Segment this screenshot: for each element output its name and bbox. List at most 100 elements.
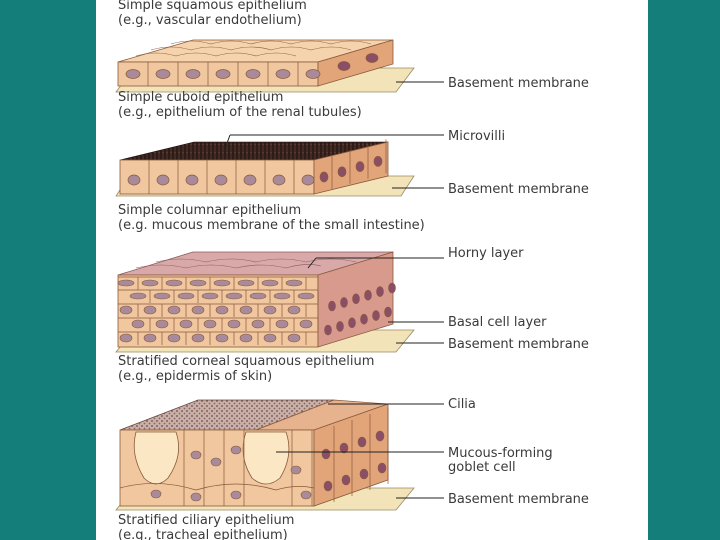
- section-example: (e.g. mucous membrane of the small intes…: [118, 218, 425, 233]
- section-stratified-corneal: Stratified corneal squamous epithelium (…: [116, 354, 589, 510]
- label-goblet-cell: goblet cell: [448, 460, 516, 475]
- nucleus: [320, 172, 328, 182]
- nucleus: [240, 334, 252, 342]
- section-title: Simple cuboid epithelium: [118, 90, 283, 105]
- nucleus: [324, 481, 332, 491]
- nucleus: [274, 293, 290, 299]
- section-simple-columnar: Simple columnar epithelium (e.g. mucous …: [116, 203, 589, 352]
- nucleus: [128, 175, 140, 185]
- nucleus: [250, 293, 266, 299]
- nucleus: [191, 451, 201, 459]
- label-basement-membrane: Basement membrane: [448, 76, 589, 91]
- nucleus: [226, 293, 242, 299]
- nucleus: [273, 175, 285, 185]
- nucleus: [216, 70, 230, 79]
- nucleus: [186, 175, 198, 185]
- nucleus: [231, 491, 241, 499]
- nucleus: [376, 431, 384, 441]
- nucleus: [142, 280, 158, 286]
- nucleus: [377, 287, 384, 297]
- label-basement-membrane: Basement membrane: [448, 492, 589, 507]
- nucleus: [341, 297, 348, 307]
- nucleus: [360, 469, 368, 479]
- nucleus: [276, 320, 288, 328]
- nucleus: [204, 320, 216, 328]
- section-simple-cuboid: Simple cuboid epithelium (e.g., epitheli…: [116, 90, 589, 197]
- nucleus: [378, 463, 386, 473]
- nucleus: [356, 162, 364, 172]
- nucleus: [231, 446, 241, 454]
- nucleus: [118, 280, 134, 286]
- nucleus: [216, 306, 228, 314]
- label-basement-membrane: Basement membrane: [448, 182, 589, 197]
- nucleus: [151, 490, 161, 498]
- nucleus: [120, 334, 132, 342]
- nucleus: [202, 293, 218, 299]
- section-stratified-ciliary: Stratified ciliary epithelium (e.g., tra…: [118, 513, 294, 540]
- nucleus: [264, 334, 276, 342]
- nucleus: [353, 294, 360, 304]
- nucleus: [337, 321, 344, 331]
- section-simple-squamous: Simple squamous epithelium (e.g., vascul…: [116, 0, 589, 92]
- epithelium-diagram: Simple squamous epithelium (e.g., vascul…: [96, 0, 648, 540]
- nucleus: [244, 175, 256, 185]
- nucleus: [286, 280, 302, 286]
- nucleus: [156, 70, 170, 79]
- nucleus: [166, 280, 182, 286]
- nucleus: [298, 293, 314, 299]
- nucleus: [288, 334, 300, 342]
- label-microvilli: Microvilli: [448, 129, 505, 144]
- nucleus: [228, 320, 240, 328]
- section-example: (e.g., tracheal epithelium): [118, 528, 288, 540]
- nucleus: [262, 280, 278, 286]
- label-basal-cell-layer: Basal cell layer: [448, 315, 547, 330]
- label-cilia: Cilia: [448, 397, 476, 412]
- section-example: (e.g., epithelium of the renal tubules): [118, 105, 362, 120]
- nucleus: [144, 334, 156, 342]
- nucleus: [389, 283, 396, 293]
- nucleus: [342, 475, 350, 485]
- section-example: (e.g., epidermis of skin): [118, 369, 272, 384]
- nucleus: [306, 70, 320, 79]
- nucleus: [186, 70, 200, 79]
- nucleus: [301, 491, 311, 499]
- nucleus: [322, 449, 330, 459]
- section-title: Simple columnar epithelium: [118, 203, 301, 218]
- nucleus: [349, 318, 356, 328]
- nucleus: [238, 280, 254, 286]
- nucleus: [180, 320, 192, 328]
- nucleus: [126, 70, 140, 79]
- nucleus: [144, 306, 156, 314]
- figure-panel: Simple squamous epithelium (e.g., vascul…: [96, 0, 648, 540]
- label-mucous-forming: Mucous-forming: [448, 446, 553, 461]
- nucleus: [192, 334, 204, 342]
- nucleus: [211, 458, 221, 466]
- nucleus: [168, 306, 180, 314]
- nucleus: [291, 466, 301, 474]
- section-example: (e.g., vascular endothelium): [118, 13, 302, 28]
- nucleus: [373, 311, 380, 321]
- nucleus: [365, 290, 372, 300]
- nucleus: [240, 306, 252, 314]
- nucleus: [374, 156, 382, 166]
- label-horny-layer: Horny layer: [448, 246, 524, 261]
- nucleus: [216, 334, 228, 342]
- section-title: Simple squamous epithelium: [118, 0, 307, 13]
- nucleus: [276, 70, 290, 79]
- label-basement-membrane: Basement membrane: [448, 337, 589, 352]
- nucleus: [366, 54, 378, 63]
- nucleus: [300, 320, 312, 328]
- nucleus: [156, 320, 168, 328]
- nucleus: [385, 307, 392, 317]
- nucleus: [215, 175, 227, 185]
- nucleus: [338, 167, 346, 177]
- nucleus: [154, 293, 170, 299]
- nucleus: [358, 437, 366, 447]
- nucleus: [338, 62, 350, 71]
- nucleus: [168, 334, 180, 342]
- nucleus: [264, 306, 276, 314]
- nucleus: [246, 70, 260, 79]
- section-title: Stratified ciliary epithelium: [118, 513, 294, 528]
- nucleus: [214, 280, 230, 286]
- nucleus: [190, 280, 206, 286]
